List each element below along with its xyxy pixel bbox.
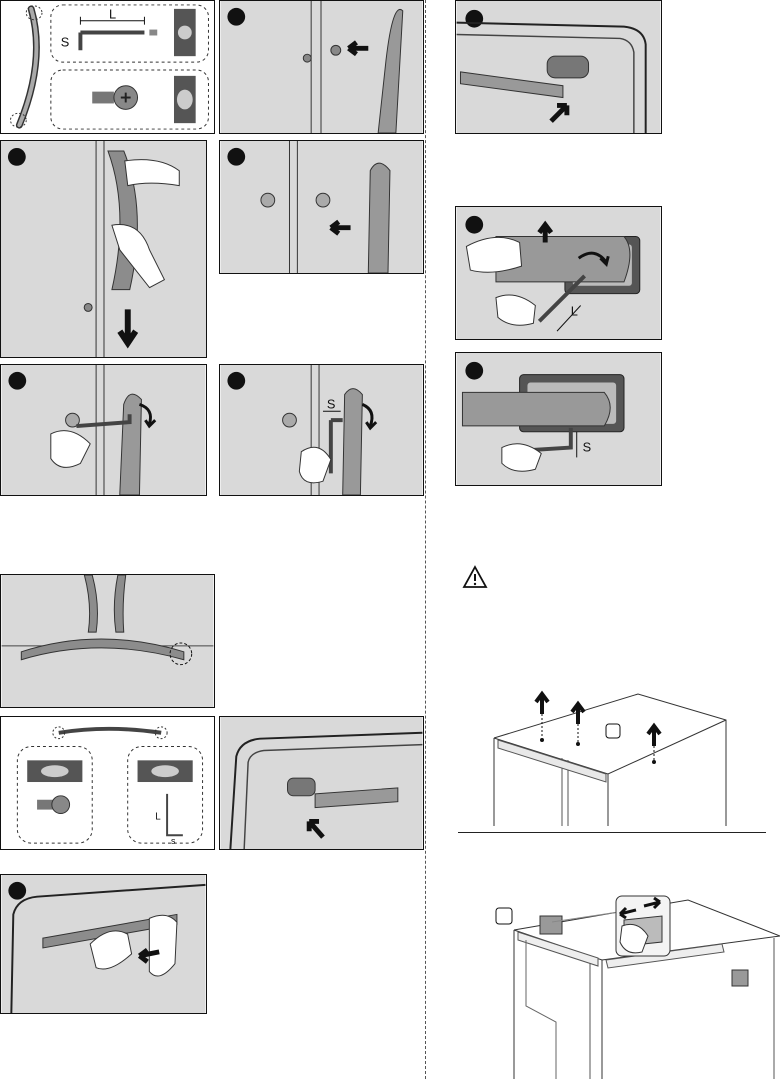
fridge-top-cover-diagram bbox=[488, 686, 733, 826]
step-panel-tighten-short: S bbox=[219, 364, 424, 496]
parts-callout-panel: L s bbox=[0, 716, 215, 850]
hand-drawing-right bbox=[149, 915, 177, 976]
step-panel-tighten-long bbox=[0, 364, 207, 496]
step-dot-icon bbox=[8, 882, 26, 900]
allen-key-icon bbox=[167, 794, 183, 835]
screw-icon bbox=[92, 86, 137, 110]
section-divider bbox=[458, 832, 766, 833]
screw-icon bbox=[316, 193, 330, 207]
step-panel-screw-insert bbox=[219, 0, 424, 134]
arrow-icon bbox=[536, 694, 548, 714]
step-panel-bottom-screw bbox=[219, 716, 424, 850]
screw-icon bbox=[37, 796, 70, 814]
step-panel-bottom-handle bbox=[0, 574, 215, 708]
screw-icon bbox=[283, 413, 297, 427]
short-label-3: S bbox=[583, 440, 592, 455]
step-dot-icon bbox=[8, 372, 26, 390]
small-s-label: s bbox=[171, 836, 176, 846]
length-label-2: L bbox=[155, 811, 161, 822]
step-dot-icon bbox=[227, 148, 245, 166]
step-dot-icon bbox=[227, 372, 245, 390]
step-dot-icon bbox=[227, 8, 245, 26]
step-dot-icon bbox=[465, 10, 483, 28]
handle-drawing bbox=[462, 392, 610, 425]
fridge-connector-diagram bbox=[492, 886, 780, 1079]
length-label-3: L bbox=[571, 303, 578, 318]
handle-drawing bbox=[59, 729, 161, 733]
allen-key-icon bbox=[80, 33, 144, 51]
step-dot-icon bbox=[465, 362, 483, 380]
arrow-icon bbox=[648, 726, 660, 746]
length-label-1: L bbox=[109, 7, 116, 22]
parts-overview-panel: L S bbox=[0, 0, 215, 134]
screw-icon bbox=[261, 193, 275, 207]
step-panel-screws-side bbox=[219, 140, 424, 274]
warning-triangle-icon bbox=[462, 565, 488, 589]
column-divider bbox=[425, 0, 426, 1079]
hand-drawing-upper bbox=[466, 237, 521, 272]
short-label-2: S bbox=[327, 396, 336, 411]
step-panel-top-door bbox=[455, 0, 662, 134]
step-panel-pull-handle bbox=[0, 874, 207, 1014]
step-dot-icon bbox=[8, 148, 26, 166]
step-panel-hands-handle bbox=[0, 140, 207, 358]
step-panel-lift-handle: L bbox=[455, 206, 662, 340]
short-label-1: S bbox=[61, 34, 70, 49]
step-dot-icon bbox=[465, 216, 483, 234]
step-panel-fix-handle: S bbox=[455, 352, 662, 486]
